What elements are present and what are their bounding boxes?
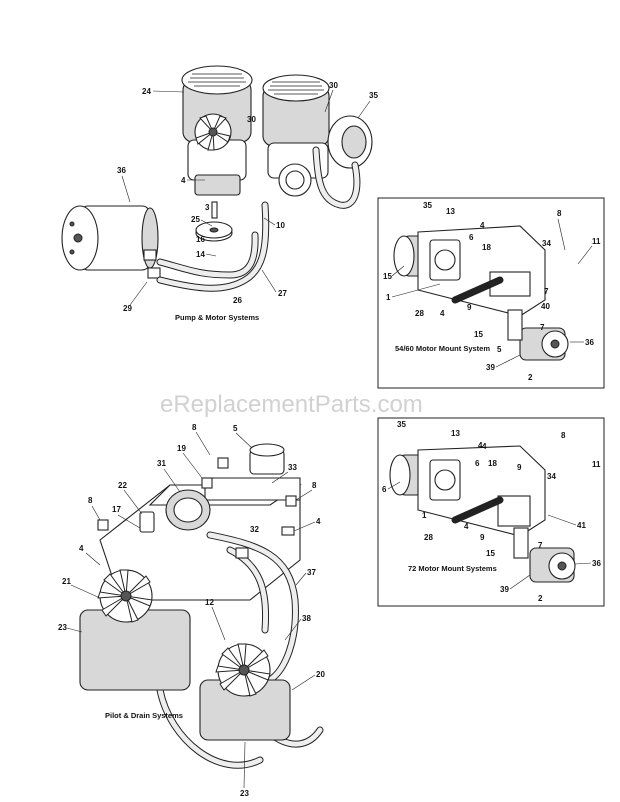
callout: 4 — [478, 441, 483, 450]
callout: 34 — [547, 472, 556, 481]
callout: 11 — [592, 460, 601, 469]
callout: 4 — [181, 176, 186, 185]
callout: 27 — [278, 289, 287, 298]
callout: 29 — [123, 304, 132, 313]
pump-right-illustration — [262, 74, 373, 197]
callout: 8 — [192, 423, 197, 432]
mount-72-illustration — [389, 445, 576, 583]
callout: 18 — [482, 243, 491, 252]
callout: 11 — [592, 237, 601, 246]
callout: 4 — [79, 544, 84, 553]
callout: 6 — [475, 459, 480, 468]
callout: 7 — [544, 287, 549, 296]
callout: 30 — [329, 81, 338, 90]
callout: 5 — [233, 424, 238, 433]
callout: 23 — [240, 789, 249, 798]
callout: 4 — [482, 442, 487, 451]
mount-5460-illustration — [393, 225, 569, 361]
callout: 31 — [157, 459, 166, 468]
callout: 8 — [312, 481, 317, 490]
callout: 16 — [196, 235, 205, 244]
callout: 21 — [62, 577, 71, 586]
callout: 19 — [177, 444, 186, 453]
panel-mount-5460: 35 13 15 1 28 4 9 6 18 15 4 8 34 11 7 40… — [377, 197, 605, 389]
callout: 7 — [540, 323, 545, 332]
callout: 15 — [486, 549, 495, 558]
callout: 23 — [58, 623, 67, 632]
callout: 36 — [585, 338, 594, 347]
callout: 5 — [497, 345, 502, 354]
callout: 34 — [542, 239, 551, 248]
callout: 38 — [302, 614, 311, 623]
callout: 17 — [112, 505, 121, 514]
callout: 13 — [451, 429, 460, 438]
callout: 36 — [117, 166, 126, 175]
callout: 18 — [488, 459, 497, 468]
callout: 25 — [191, 215, 200, 224]
callout: 8 — [88, 496, 93, 505]
callout: 3 — [205, 203, 210, 212]
callout: 9 — [467, 303, 472, 312]
callout: 4 — [316, 517, 321, 526]
panel-mount-72: 35 13 6 1 28 4 6 18 9 4 8 34 11 41 9 15 … — [377, 417, 605, 607]
callout: 9 — [480, 533, 485, 542]
callout: 6 — [382, 485, 387, 494]
callout: 13 — [446, 207, 455, 216]
callout: 39 — [500, 585, 509, 594]
panel-caption-pilot-drain: Pilot & Drain Systems — [105, 711, 183, 720]
callout: 9 — [517, 463, 522, 472]
callout: 26 — [233, 296, 242, 305]
callout: 2 — [538, 594, 543, 603]
callout: 20 — [316, 670, 325, 679]
callout: 1 — [422, 511, 427, 520]
callout: 35 — [369, 91, 378, 100]
motor-36-illustration — [61, 205, 161, 279]
callout: 24 — [142, 87, 151, 96]
callout: 4 — [480, 221, 485, 230]
watermark: eReplacementParts.com — [160, 391, 423, 418]
callout: 35 — [397, 420, 406, 429]
callout: 6 — [469, 233, 474, 242]
callout: 22 — [118, 481, 127, 490]
callout: 40 — [541, 302, 550, 311]
callout: 2 — [528, 373, 533, 382]
callout: 1 — [386, 293, 391, 302]
callout: 28 — [415, 309, 424, 318]
callout: 37 — [307, 568, 316, 577]
callout: 28 — [424, 533, 433, 542]
callout: 14 — [196, 250, 205, 259]
callout: 15 — [383, 272, 392, 281]
pulley-25-illustration — [195, 201, 233, 242]
pump-left-illustration — [181, 65, 253, 196]
pilot-drain-illustration — [79, 443, 324, 769]
callout: 39 — [486, 363, 495, 372]
callout: 8 — [557, 209, 562, 218]
callout: 8 — [561, 431, 566, 440]
panel-caption-mount-72: 72 Motor Mount Systems — [408, 564, 497, 573]
callout: 4 — [440, 309, 445, 318]
callout: 30 — [247, 115, 256, 124]
panel-pilot-drain: 8 5 19 31 33 8 22 8 17 32 4 4 37 21 23 1… — [58, 423, 325, 798]
callout: 10 — [276, 221, 285, 230]
callout: 7 — [538, 541, 543, 550]
callout: 33 — [288, 463, 297, 472]
callout: 4 — [464, 522, 469, 531]
panel-pump-motor: 24 30 30 35 36 4 3 25 16 14 29 26 27 10 … — [61, 65, 378, 322]
panel-caption-pump-motor: Pump & Motor Systems — [175, 313, 259, 322]
hoses-pump-motor — [156, 146, 361, 292]
callout: 41 — [577, 521, 586, 530]
callout: 15 — [474, 330, 483, 339]
callout: 36 — [592, 559, 601, 568]
panel-caption-mount-5460: 54/60 Motor Mount System — [395, 344, 490, 353]
callout: 35 — [423, 201, 432, 210]
callout: 12 — [205, 598, 214, 607]
callout: 32 — [250, 525, 259, 534]
